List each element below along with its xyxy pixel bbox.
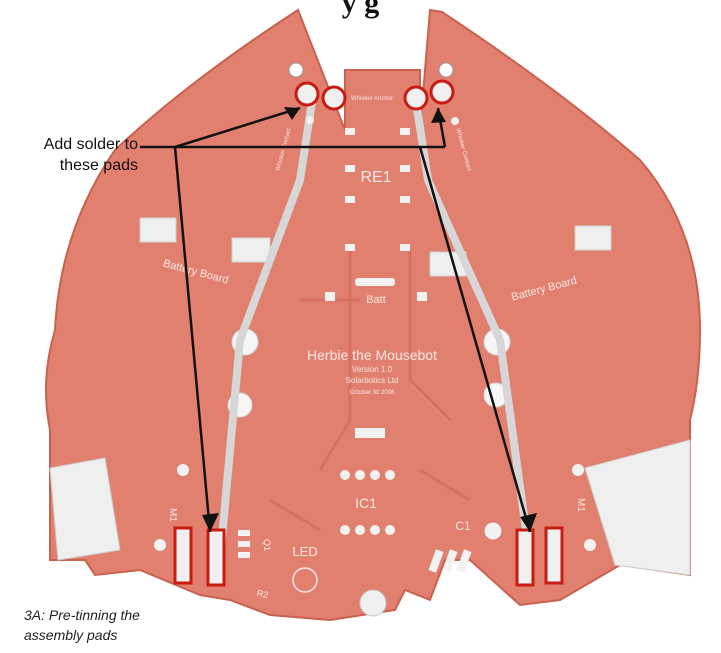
figure-caption: 3A: Pre-tinning the assembly pads [24, 605, 140, 645]
pad-top-4 [429, 79, 455, 105]
silk-company: Solarbotics Ltd [346, 376, 399, 385]
silk-c1: C1 [455, 519, 471, 533]
whisker-wire-left [216, 94, 317, 561]
pcb-board [45, 8, 702, 622]
pad-bottom-1 [173, 526, 193, 585]
silk-batt: Batt [366, 294, 386, 306]
pcb-traces [269, 250, 471, 532]
page-heading-fragment: y g [341, 0, 380, 19]
header-pins [428, 549, 472, 573]
pad-bottom-3 [515, 528, 535, 587]
q1-pads [238, 530, 250, 558]
hole-top-right [438, 62, 454, 78]
pad-bottom-2 [206, 528, 226, 587]
small-pads [154, 116, 596, 551]
caption-line-1: 3A: Pre-tinning the [24, 607, 140, 623]
silk-r2: R2 [256, 588, 269, 600]
arrowheads [202, 107, 537, 532]
solder-pads-top [294, 79, 455, 111]
silk-whisker-anchor: Whisker Anchor [351, 96, 393, 102]
pad-battery-right-b [574, 225, 612, 251]
silk-motor-right: M1 [575, 498, 586, 512]
silk-version: Version 1.0 [352, 365, 393, 374]
pad-corner-right [584, 439, 691, 576]
caption-line-2: assembly pads [24, 627, 118, 643]
hole-top-left [288, 62, 304, 78]
c1-capacitor [483, 521, 503, 541]
led-outline [292, 567, 318, 593]
batt-link [355, 278, 395, 286]
pad-corner-left [49, 457, 121, 561]
re1-pads [345, 128, 410, 251]
resistor-pad [355, 428, 385, 438]
pad-top-2 [321, 85, 347, 111]
ic1-pins [340, 470, 395, 535]
pad-bottom-4 [544, 526, 564, 585]
solder-pads-bottom [173, 526, 564, 587]
callout-arrows [140, 106, 532, 533]
callout-line-1: Add solder to [43, 136, 138, 153]
silk-title: Herbie the Mousebot [307, 347, 437, 363]
pad-top-3 [403, 85, 429, 111]
silk-q1: Q1 [262, 539, 272, 551]
silk-date: October 30 2006 [350, 390, 395, 396]
batt-pad-right [417, 292, 427, 301]
callout-label: Add solder to these pads [8, 134, 138, 176]
pad-top-1 [294, 81, 320, 107]
whisker-wire-right [411, 94, 534, 561]
callout-line-2: these pads [59, 157, 138, 174]
silk-ic1: IC1 [355, 495, 377, 511]
batt-pad-left [325, 292, 335, 301]
silk-led: LED [292, 544, 317, 559]
hole-bottom [359, 589, 387, 617]
silk-re1: RE1 [360, 169, 391, 186]
pad-battery-left-b [231, 237, 271, 263]
silk-motor-left: M1 [167, 508, 178, 522]
pad-battery-left-a [139, 217, 177, 243]
